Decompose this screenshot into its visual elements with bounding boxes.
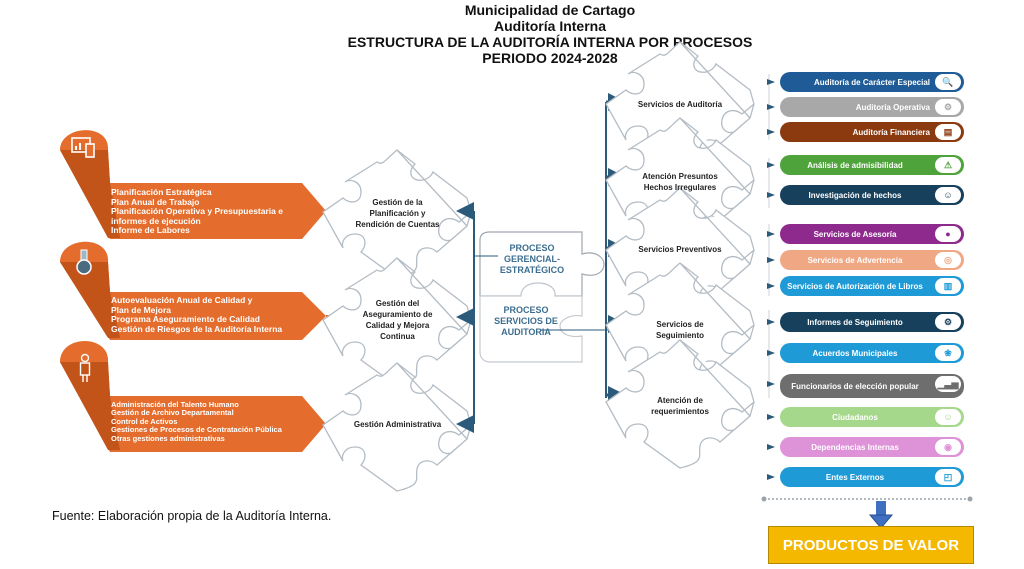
quality-item: Plan de Mejora — [111, 304, 171, 315]
product-label: Auditoría Financiera — [852, 127, 930, 137]
building-icon: ◉ — [935, 439, 961, 455]
product-label: Análisis de admisibilidad — [807, 160, 903, 170]
planning-item: Informe de Labores — [111, 225, 190, 235]
product-pill: Entes Externos ◰ — [780, 467, 964, 487]
product-pointer-icon — [767, 129, 775, 135]
money-chart-icon: ▤ — [935, 124, 961, 140]
left-group-quality — [60, 241, 326, 340]
label-admin-process: Gestión Administrativa — [353, 419, 442, 429]
bar-chart-icon: ▁▃▅ — [935, 376, 961, 392]
planning-item: Planificación Operativa y Presupuestaria… — [111, 206, 283, 216]
label-followup: Servicios de Seguimiento — [655, 320, 704, 340]
product-pill: Funcionarios de elección popular ▁▃▅ — [780, 374, 964, 398]
product-label: Auditoría Operativa — [855, 102, 930, 112]
advice-icon: ● — [935, 226, 961, 242]
quality-item: Autoevaluación Anual de Calidad y — [111, 295, 253, 305]
product-pointer-icon — [767, 414, 775, 420]
product-pill: Servicios de Advertencia ◎ — [780, 250, 964, 270]
product-pointer-icon — [767, 444, 775, 450]
label-irregular-facts: Atención Presuntos Hechos Irregulares — [642, 172, 718, 192]
stairs-chart-icon: ◰ — [935, 469, 961, 485]
product-label: Investigación de hechos — [808, 190, 902, 200]
product-pill: Informes de Seguimiento ⚙ — [780, 312, 964, 332]
books-icon: ▥ — [935, 278, 961, 294]
label-planning-process: Gestión de la Planificación y Rendición … — [355, 197, 440, 229]
process-strategic: PROCESO GERENCIAL-ESTRATÉGICO — [499, 243, 565, 275]
planning-items: Planificación Estratégica Plan Anual de … — [111, 187, 283, 236]
admin-item: Otras gestiones administrativas — [111, 433, 225, 443]
center-process-pieces — [474, 231, 612, 363]
admin-items: Administración del Talento Humano Gestió… — [111, 400, 282, 443]
product-label: Acuerdos Municipales — [812, 348, 898, 358]
product-label: Informes de Seguimiento — [807, 317, 903, 327]
product-pill: Auditoría Financiera ▤ — [780, 122, 964, 142]
left-group-admin — [60, 341, 326, 452]
process-audit-services: PROCESO SERVICIOS DE AUDITORIA — [494, 305, 558, 337]
product-label: Dependencias Internas — [811, 442, 899, 452]
product-pointer-icon — [767, 381, 775, 387]
product-pill: Dependencias Internas ◉ — [780, 437, 964, 457]
product-pointer-icon — [767, 104, 775, 110]
label-requirements: Atención de requerimientos — [651, 396, 709, 416]
product-pill: Servicios de Asesoría ● — [780, 224, 964, 244]
product-label: Auditoría de Carácter Especial — [813, 77, 930, 87]
alert-eye-icon: ◎ — [935, 252, 961, 268]
people-icon: ☺ — [935, 409, 961, 425]
product-pointer-icon — [767, 192, 775, 198]
planning-item: Plan Anual de Trabajo — [111, 196, 200, 207]
title-department: Auditoría Interna — [493, 18, 606, 34]
medal-icon — [76, 249, 92, 275]
quality-items: Autoevaluación Anual de Calidad y Plan d… — [111, 295, 283, 334]
admin-item: Control de Activos — [111, 416, 178, 426]
product-pointer-icon — [767, 319, 775, 325]
label-audit-services: Servicios de Auditoría — [637, 99, 723, 109]
label-preventive: Servicios Preventivos — [638, 244, 722, 254]
diagram-title: Municipalidad de Cartago Auditoría Inter… — [300, 2, 800, 66]
label-quality-process: Gestión del Aseguramiento de Calidad y M… — [362, 299, 433, 341]
person-icon — [79, 353, 91, 382]
product-pill: Acuerdos Municipales ❀ — [780, 343, 964, 363]
quality-item: Gestión de Riesgos de la Auditoría Inter… — [111, 323, 283, 334]
admin-item: Administración del Talento Humano — [111, 400, 239, 409]
planning-item: informes de ejecución — [111, 215, 201, 226]
planning-item: Planificación Estratégica — [111, 187, 212, 197]
quality-item: Programa Aseguramiento de Calidad — [111, 314, 260, 324]
product-pill: Investigación de hechos ☺ — [780, 185, 964, 205]
warning-icon: ⚠ — [935, 157, 961, 173]
product-label: Funcionarios de elección popular — [791, 381, 919, 391]
product-pill: Ciudadanos ☺ — [780, 407, 964, 427]
dashboard-devices-icon — [71, 137, 95, 158]
product-pointer-icon — [767, 162, 775, 168]
group-icon: ❀ — [935, 345, 961, 361]
product-label: Entes Externos — [825, 472, 885, 482]
product-pill: Servicios de Autorización de Libros ▥ — [780, 276, 964, 296]
product-pointer-icon — [767, 231, 775, 237]
investigator-icon: ☺ — [935, 187, 961, 203]
magnifier-person-icon: 🔍 — [935, 74, 961, 90]
product-pointer-icon — [767, 474, 775, 480]
title-period: PERIODO 2024-2028 — [482, 50, 618, 66]
product-pointer-icon — [767, 283, 775, 289]
left-group-planning — [60, 130, 326, 239]
product-label: Servicios de Advertencia — [807, 255, 903, 265]
admin-item: Gestión de Archivo Departamental — [111, 408, 234, 418]
product-pill: Análisis de admisibilidad ⚠ — [780, 155, 964, 175]
gears-icon: ⚙ — [935, 99, 961, 115]
source-note: Fuente: Elaboración propia de la Auditor… — [52, 509, 332, 523]
product-pill: Auditoría Operativa ⚙ — [780, 97, 964, 117]
title-structure: ESTRUCTURA DE LA AUDITORÍA INTERNA POR P… — [347, 34, 753, 50]
down-arrow-icon — [868, 501, 894, 529]
product-pill: Auditoría de Carácter Especial 🔍 — [780, 72, 964, 92]
product-label: Servicios de Asesoría — [813, 229, 897, 239]
admin-item: Gestiones de Procesos de Contratación Pú… — [111, 425, 282, 435]
title-municipality: Municipalidad de Cartago — [464, 2, 636, 18]
product-label: Ciudadanos — [832, 412, 878, 422]
product-pointer-icon — [767, 79, 775, 85]
value-products-box: PRODUCTOS DE VALOR — [768, 526, 974, 564]
product-pointer-icon — [767, 257, 775, 263]
gear-icon: ⚙ — [935, 314, 961, 330]
product-pointer-icon — [767, 350, 775, 356]
product-label: Servicios de Autorización de Libros — [787, 281, 923, 291]
